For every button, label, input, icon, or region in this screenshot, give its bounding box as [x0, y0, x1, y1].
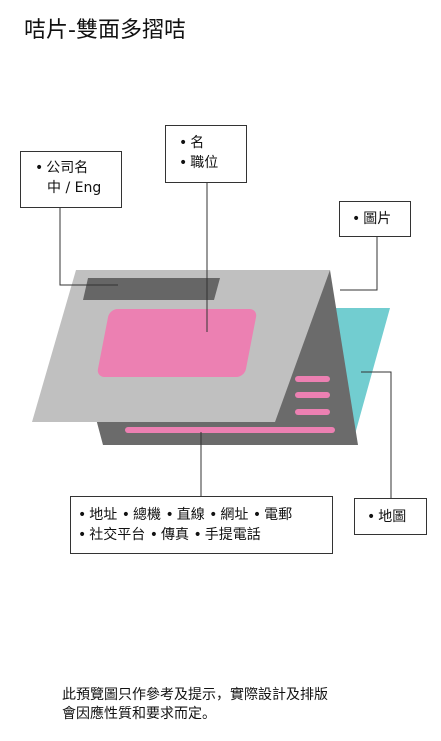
name-position-label: 名 職位 [165, 125, 247, 183]
map-leader [361, 371, 392, 498]
company-label: 公司名 中 / Eng [20, 151, 122, 208]
contact-label: 地址 總機 直線 網址 電郵 社交平台 傳真 手提電話 [70, 496, 333, 554]
image-label: 圖片 [339, 201, 411, 237]
back-pink-line [295, 409, 330, 415]
back-pink-line [295, 376, 330, 382]
disclaimer-note: 此預覽圖只作參考及提示，實際設計及排版 會因應性質和要求而定。 [62, 687, 328, 722]
page-title: 咭片-雙面多摺咭 [24, 18, 186, 43]
back-pink-line [295, 392, 330, 398]
map-label: 地圖 [354, 498, 427, 535]
name-block [97, 309, 257, 377]
company-bar [83, 278, 220, 300]
back-pink-line [125, 427, 335, 433]
company-leader [59, 208, 118, 286]
image-leader [340, 237, 378, 291]
